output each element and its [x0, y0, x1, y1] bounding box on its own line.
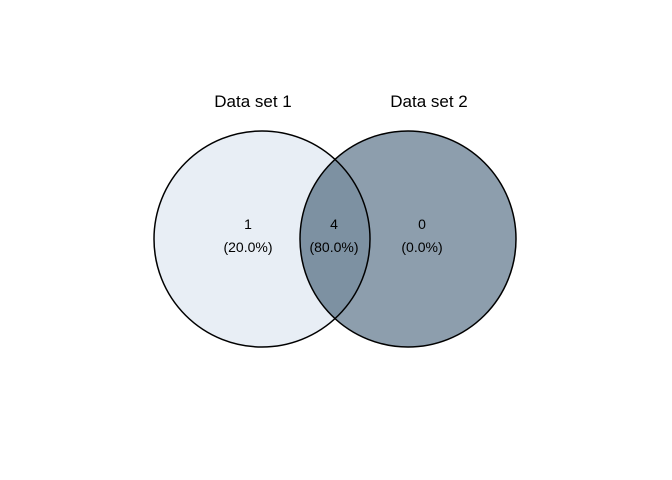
set2-title: Data set 2: [390, 92, 468, 111]
set2-circle-outline: [299, 130, 517, 348]
overlap-region-fill: [300, 131, 370, 347]
overlap-percent: (80.0%): [309, 239, 358, 255]
set1-only-count: 1: [244, 216, 252, 232]
overlap-count: 4: [330, 216, 338, 232]
set1-only-percent: (20.0%): [223, 239, 272, 255]
set1-title: Data set 1: [214, 92, 292, 111]
set2-only-count: 0: [418, 216, 426, 232]
set2-only-percent: (0.0%): [401, 239, 442, 255]
set1-circle-outline: [153, 130, 371, 348]
